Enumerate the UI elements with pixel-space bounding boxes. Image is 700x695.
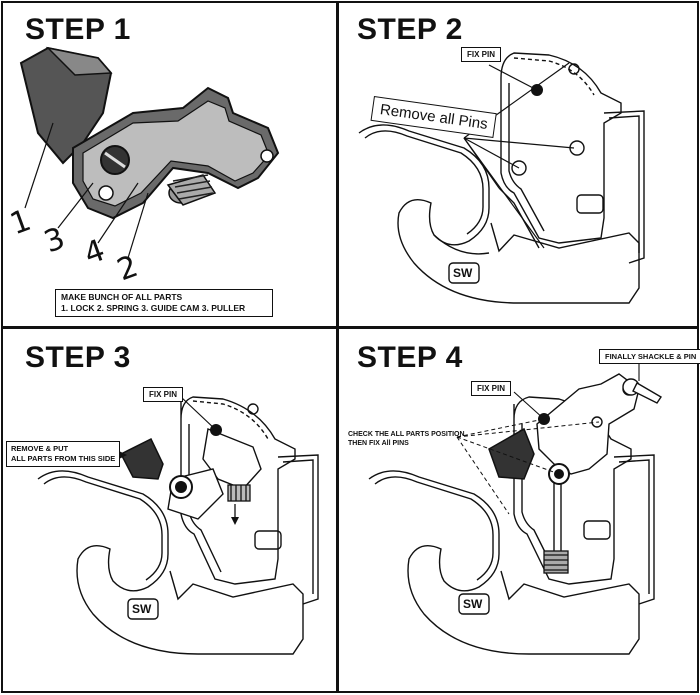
sw-logo: SW <box>453 266 473 280</box>
lock-part <box>119 437 164 480</box>
remove-put-line-2: ALL PARTS FROM THIS SIDE <box>11 454 116 463</box>
step-1-title: STEP 1 <box>25 13 131 46</box>
step-3-title: STEP 3 <box>25 341 131 374</box>
remove-put-label: REMOVE & PUT ALL PARTS FROM THIS SIDE <box>6 441 121 467</box>
spring-part <box>543 550 569 574</box>
remove-put-line-1: REMOVE & PUT <box>11 444 69 453</box>
sw-logo: SW <box>132 602 152 616</box>
check-parts-label: CHECK THE ALL PARTS POSITION THEN FIX Al… <box>345 429 468 449</box>
finally-shackle-label: FINALLY SHACKLE & PIN <box>599 349 700 364</box>
step-3-hitch-illustration <box>37 396 319 655</box>
step-4-hitch-illustration <box>368 361 662 655</box>
step-4-title: STEP 4 <box>357 341 463 374</box>
fix-pin-label: FIX PIN <box>143 387 184 402</box>
step-1-parts-illustration <box>19 46 280 259</box>
step-2-panel: STEP 2 <box>337 1 699 328</box>
check-line-2: THEN FIX All PINS <box>348 440 409 447</box>
step-2-title: STEP 2 <box>357 13 463 46</box>
spring-part <box>227 484 251 502</box>
fix-pin-label: FIX PIN <box>461 47 502 62</box>
note-line-1: MAKE BUNCH OF ALL PARTS <box>61 292 183 302</box>
shackle-pin <box>622 378 662 404</box>
step-4-panel: STEP 4 <box>337 327 700 693</box>
lock-part <box>488 427 535 480</box>
spring-part <box>166 174 217 206</box>
step-1-panel: STEP 1 1 <box>1 1 338 328</box>
check-line-1: CHECK THE ALL PARTS POSITION <box>348 431 465 438</box>
step-2-hitch-illustration <box>358 52 645 304</box>
note-line-2: 1. LOCK 2. SPRING 3. GUIDE CAM 3. PULLER <box>61 303 246 313</box>
sw-logo: SW <box>463 597 483 611</box>
fix-pin-label: FIX PIN <box>471 381 512 396</box>
step-3-panel: STEP 3 <box>1 327 338 693</box>
step-1-note: MAKE BUNCH OF ALL PARTS 1. LOCK 2. SPRIN… <box>55 289 273 317</box>
